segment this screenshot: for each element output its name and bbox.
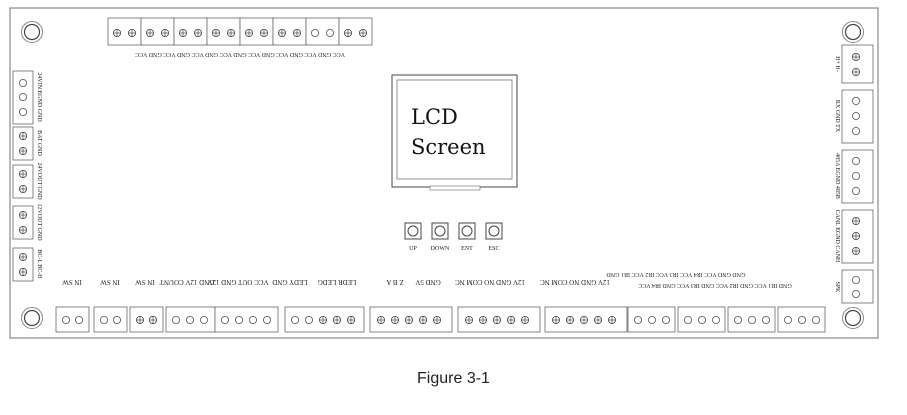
bottom-label-ledr: LEDR LEDG (318, 278, 357, 286)
bottom-label-relay-2: 12V GND NO COM NC (540, 278, 610, 286)
bottom-label-ledy: LEDY GND (272, 278, 307, 286)
lcd-screen: LCD Screen (391, 74, 518, 191)
button-down-label: DOWN (431, 246, 450, 252)
right-connectors: H+ H- RX GND TX 485A EGND 485B CANL EGND… (834, 44, 874, 304)
mounting-hole-top-left (20, 20, 44, 44)
button-esc-label: ESC (488, 246, 499, 252)
bottom-label-relay-1: 12V GND NO COM NC (455, 278, 525, 286)
right-label-3: 485A EGND 485B (834, 153, 840, 199)
left-label-4: 12VOUT GND (36, 203, 42, 241)
bottom-label-gnd-count: GND 12V COUNT (159, 278, 214, 286)
bottom-label-gnd-5v: GND 5V (415, 278, 440, 286)
button-ent-label: ENT (461, 246, 473, 252)
mounting-hole-bottom-left (20, 306, 44, 330)
top-connector-label: VCC GND VCC GND VCC GND VCC GND VCC GND … (135, 51, 345, 57)
left-label-1: 24VIN EGND GND (36, 72, 42, 122)
mounting-hole-bottom-right (841, 306, 865, 330)
bottom-label-out: VCC OUT GND 12V (207, 278, 268, 286)
bottom-label-ir-top: GND GND VCC IR4 VCC IR3 VCC IR2 VCC IR1 … (606, 271, 746, 277)
top-connector-row: VCC GND VCC GND VCC GND VCC GND VCC GND … (107, 17, 373, 57)
right-label-1: H+ H- (834, 56, 840, 72)
right-label-4: CANL EGND CANH (834, 210, 840, 263)
left-label-2: BAT GND (36, 130, 42, 156)
left-label-5: BC-L BC-H (36, 249, 42, 279)
bottom-connector-row (55, 306, 826, 333)
bottom-label-in-sw-1: IN SW (62, 278, 82, 286)
lcd-line1: LCD (411, 105, 458, 129)
bottom-label-zba: Z B A (386, 278, 403, 286)
bottom-label-in-sw-2: IN SW (100, 278, 120, 286)
right-label-2: RX GND TX (834, 100, 840, 133)
mounting-hole-top-right (841, 20, 865, 44)
bottom-label-ir-bottom: GND IR1 VCC GND IR2 VCC GND IR3 VCC GND … (638, 282, 791, 288)
right-label-5: SPK (834, 281, 840, 293)
left-connectors: 24VIN EGND GND BAT GND 24VOUT GND 12VOUT… (12, 70, 42, 282)
keypad: UP DOWN ENT ESC (404, 222, 503, 252)
figure-caption: Figure 3-1 (417, 370, 490, 387)
bottom-labels: IN SW IN SW IN SW GND 12V COUNT VCC OUT … (62, 271, 792, 288)
left-label-3: 24VOUT GND (36, 162, 42, 200)
bottom-label-in-sw-3: IN SW (135, 278, 155, 286)
button-up-label: UP (409, 246, 417, 252)
lcd-line2: Screen (411, 135, 486, 159)
